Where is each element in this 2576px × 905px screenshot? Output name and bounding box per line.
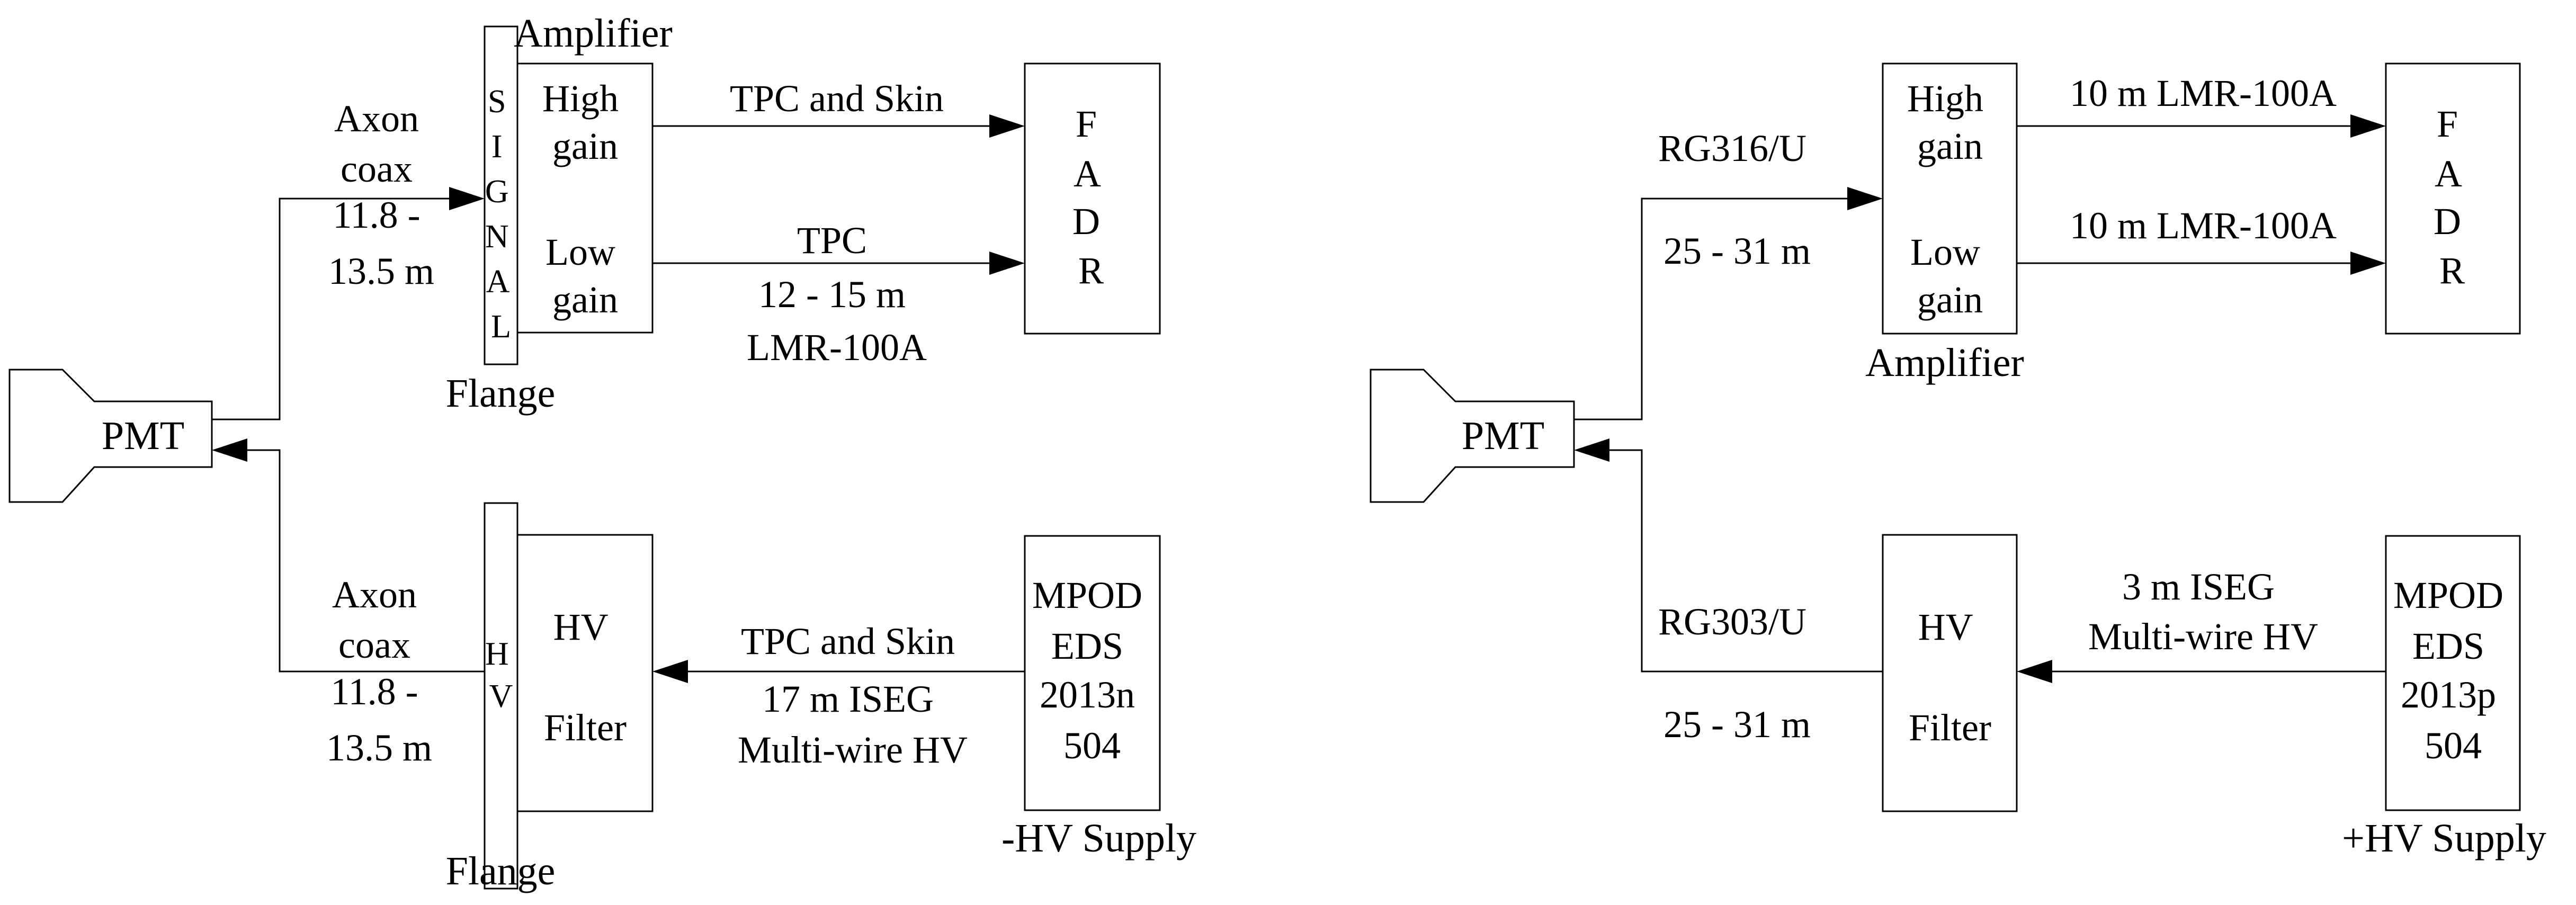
left-signal-cable-label: Axon coax 11.8 - 13.5 m [328, 97, 434, 292]
right-signal-wire [1574, 198, 1851, 420]
right-hv-filter-box [1882, 534, 2018, 812]
left-signal-wire [212, 198, 455, 420]
right-amplifier-label: Amplifier [1865, 341, 2024, 385]
left-high-link-label: TPC and Skin [730, 77, 944, 120]
left-supply-label: -HV Supply [1001, 816, 1196, 861]
left-amplifier-box [516, 62, 654, 334]
left-flange-signal-letters: S I G N A L [485, 84, 517, 345]
right-supply-box [2385, 535, 2521, 811]
right-supply-label: +HV Supply [2342, 816, 2546, 861]
right-low-gain-label: Low gain [1910, 231, 1990, 321]
left-diagram: PMT Axon coax 11.8 - 13.5 m Axon coax 11… [8, 11, 1196, 893]
left-supply-box-label: MPOD EDS 2013n 504 [1032, 574, 1152, 767]
right-signal-cable-label: RG316/U 25 - 31 m [1658, 127, 1816, 272]
right-hv-cable-label: RG303/U 25 - 31 m [1658, 601, 1816, 746]
left-hv-arrowhead [212, 438, 247, 462]
left-hv-filter-label: HV Filter [544, 606, 627, 749]
left-signal-arrowhead [449, 187, 485, 210]
left-fadr-label: F A D R [1072, 103, 1110, 292]
left-hv-link-label: TPC and Skin 17 m ISEG Multi-wire HV [738, 620, 968, 771]
right-hv-supply-arrowhead [2017, 660, 2052, 683]
right-low-gain-arrowhead [2350, 252, 2386, 275]
left-low-gain-label: Low gain [545, 231, 625, 321]
left-hv-filter-box [516, 534, 654, 812]
right-hv-filter-label: HV Filter [1909, 606, 1991, 749]
left-low-link-label: TPC 12 - 15 m LMR-100A [747, 219, 927, 369]
right-fadr-box [2385, 62, 2521, 335]
right-amplifier-box [1882, 62, 2018, 335]
left-low-gain-arrowhead [989, 252, 1025, 275]
right-diagram: PMT RG316/U 25 - 31 m RG303/U 25 - 31 m … [1370, 62, 2546, 861]
left-flange-top-label: Flange [446, 371, 556, 416]
right-pmt-shape [1370, 369, 1575, 503]
right-high-gain-arrowhead [2350, 114, 2386, 138]
left-flange-hv-letters: H V [485, 636, 517, 714]
right-signal-arrowhead [1847, 187, 1883, 210]
right-low-link-label: 10 m LMR-100A [2070, 204, 2337, 247]
left-flange-bottom-label: Flange [446, 849, 556, 893]
right-fadr-label: F A D R [2434, 103, 2471, 292]
right-high-gain-label: High gain [1907, 77, 1993, 167]
right-pmt-label: PMT [1462, 414, 1544, 458]
right-hv-wire [1607, 449, 1883, 673]
left-hv-wire [245, 449, 485, 673]
left-supply-box [1024, 535, 1161, 811]
left-hv-supply-arrowhead [652, 660, 688, 683]
left-amplifier-label: Amplifier [514, 11, 673, 56]
right-hv-link-label: 3 m ISEG Multi-wire HV [2088, 566, 2318, 658]
left-fadr-box [1024, 62, 1161, 335]
right-supply-box-label: MPOD EDS 2013p 504 [2393, 574, 2513, 767]
left-high-gain-arrowhead [989, 114, 1025, 138]
left-pmt-label: PMT [102, 414, 184, 458]
left-high-gain-label: High gain [542, 77, 628, 167]
right-hv-arrowhead [1574, 438, 1609, 462]
left-pmt-shape [8, 369, 213, 503]
right-high-link-label: 10 m LMR-100A [2070, 72, 2337, 114]
left-hv-cable-label: Axon coax 11.8 - 13.5 m [326, 574, 432, 769]
left-signal-flange [484, 25, 518, 365]
